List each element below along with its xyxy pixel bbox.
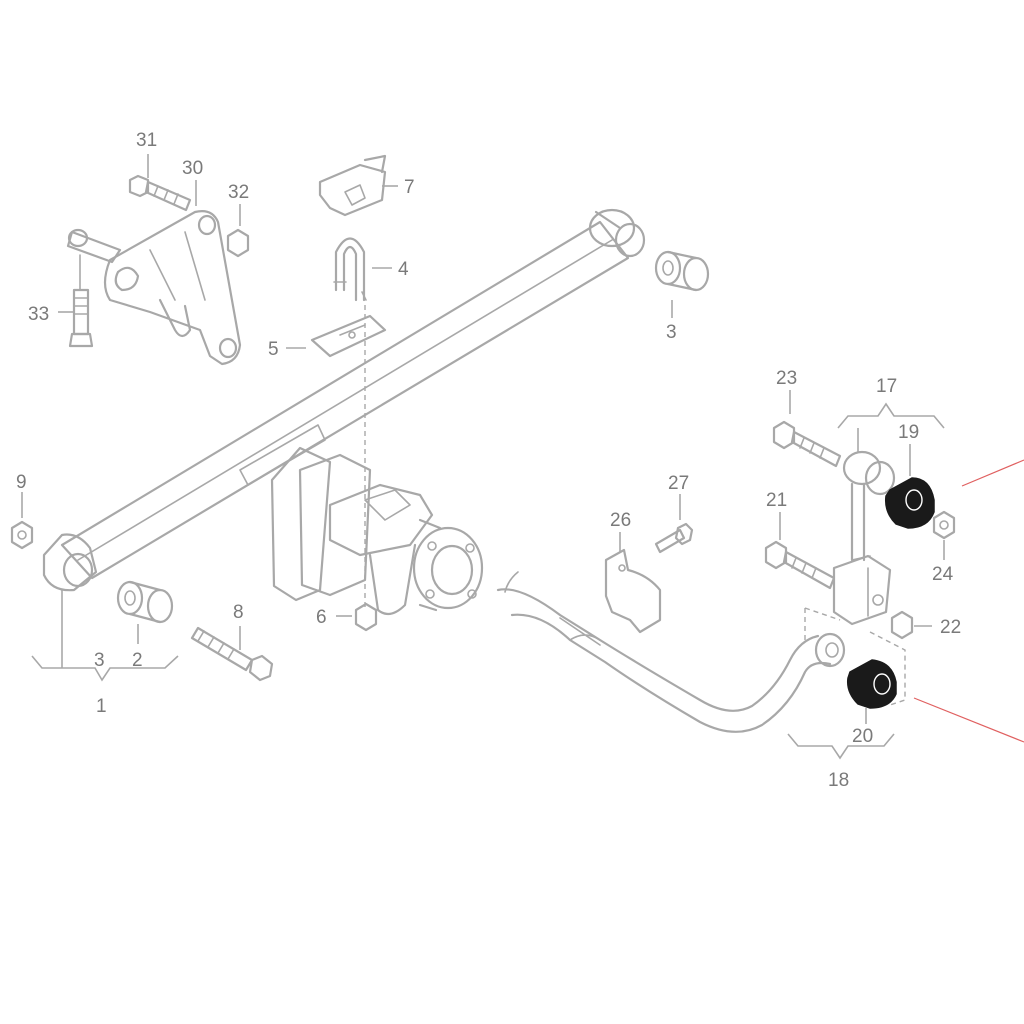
bushing-left [116,580,174,624]
label-part-6: 6 [316,607,327,628]
label-part-23: 23 [776,368,797,389]
label-part-20: 20 [852,726,873,747]
label-part-3-left: 3 [94,650,105,671]
label-part-32: 32 [228,182,249,203]
bolt-33 [68,254,94,348]
label-part-21: 21 [766,490,787,511]
label-part-1: 1 [96,696,107,717]
bolt-23 [772,420,842,468]
label-part-5: 5 [268,339,279,360]
coupling-rod [832,450,896,626]
label-part-30: 30 [182,158,203,179]
shackle-link [66,228,122,264]
pointer-line-upper [961,459,1024,487]
nut-9 [10,520,34,550]
label-part-17: 17 [876,376,897,397]
part-labels: 31 30 32 33 7 4 5 3 9 8 3 2 1 6 26 27 23… [16,130,961,791]
leaf-spring [60,220,630,580]
label-part-31: 31 [136,130,157,151]
stabilizer-bar [496,571,846,733]
bushing-19-highlighted [884,477,935,529]
bolt-31 [128,174,192,212]
bolt-27 [654,522,694,554]
label-part-7: 7 [404,177,415,198]
label-part-9: 9 [16,472,27,493]
bolt-8 [190,626,274,682]
nut-22 [890,610,914,640]
label-part-26: 26 [610,510,631,531]
nut-6 [354,602,378,632]
label-part-18: 18 [828,770,849,791]
spacer-plate [310,314,387,358]
spring-eye-right [588,208,646,258]
label-part-27: 27 [668,473,689,494]
shackle-bracket [103,210,242,366]
label-part-33: 33 [28,304,49,325]
label-part-24: 24 [932,564,954,585]
label-part-8: 8 [233,602,244,623]
bracket-26 [604,548,662,634]
assembly-dash-frame [804,607,906,706]
label-part-3-right: 3 [666,322,677,343]
spring-eye-left [42,533,98,592]
label-part-22: 22 [940,617,961,638]
label-part-2: 2 [132,650,143,671]
pointer-line-lower [913,697,1024,743]
nut-24 [932,510,956,540]
clamp-plate [318,154,387,217]
bushing-20-highlighted [846,659,897,709]
label-part-4: 4 [398,259,409,280]
bolt-21 [764,540,836,590]
bushing-right [654,250,710,292]
nut-32 [226,228,250,258]
label-part-19: 19 [898,422,919,443]
leader-lines [21,154,945,760]
u-bolt [333,237,367,610]
axle-housing [270,446,484,616]
